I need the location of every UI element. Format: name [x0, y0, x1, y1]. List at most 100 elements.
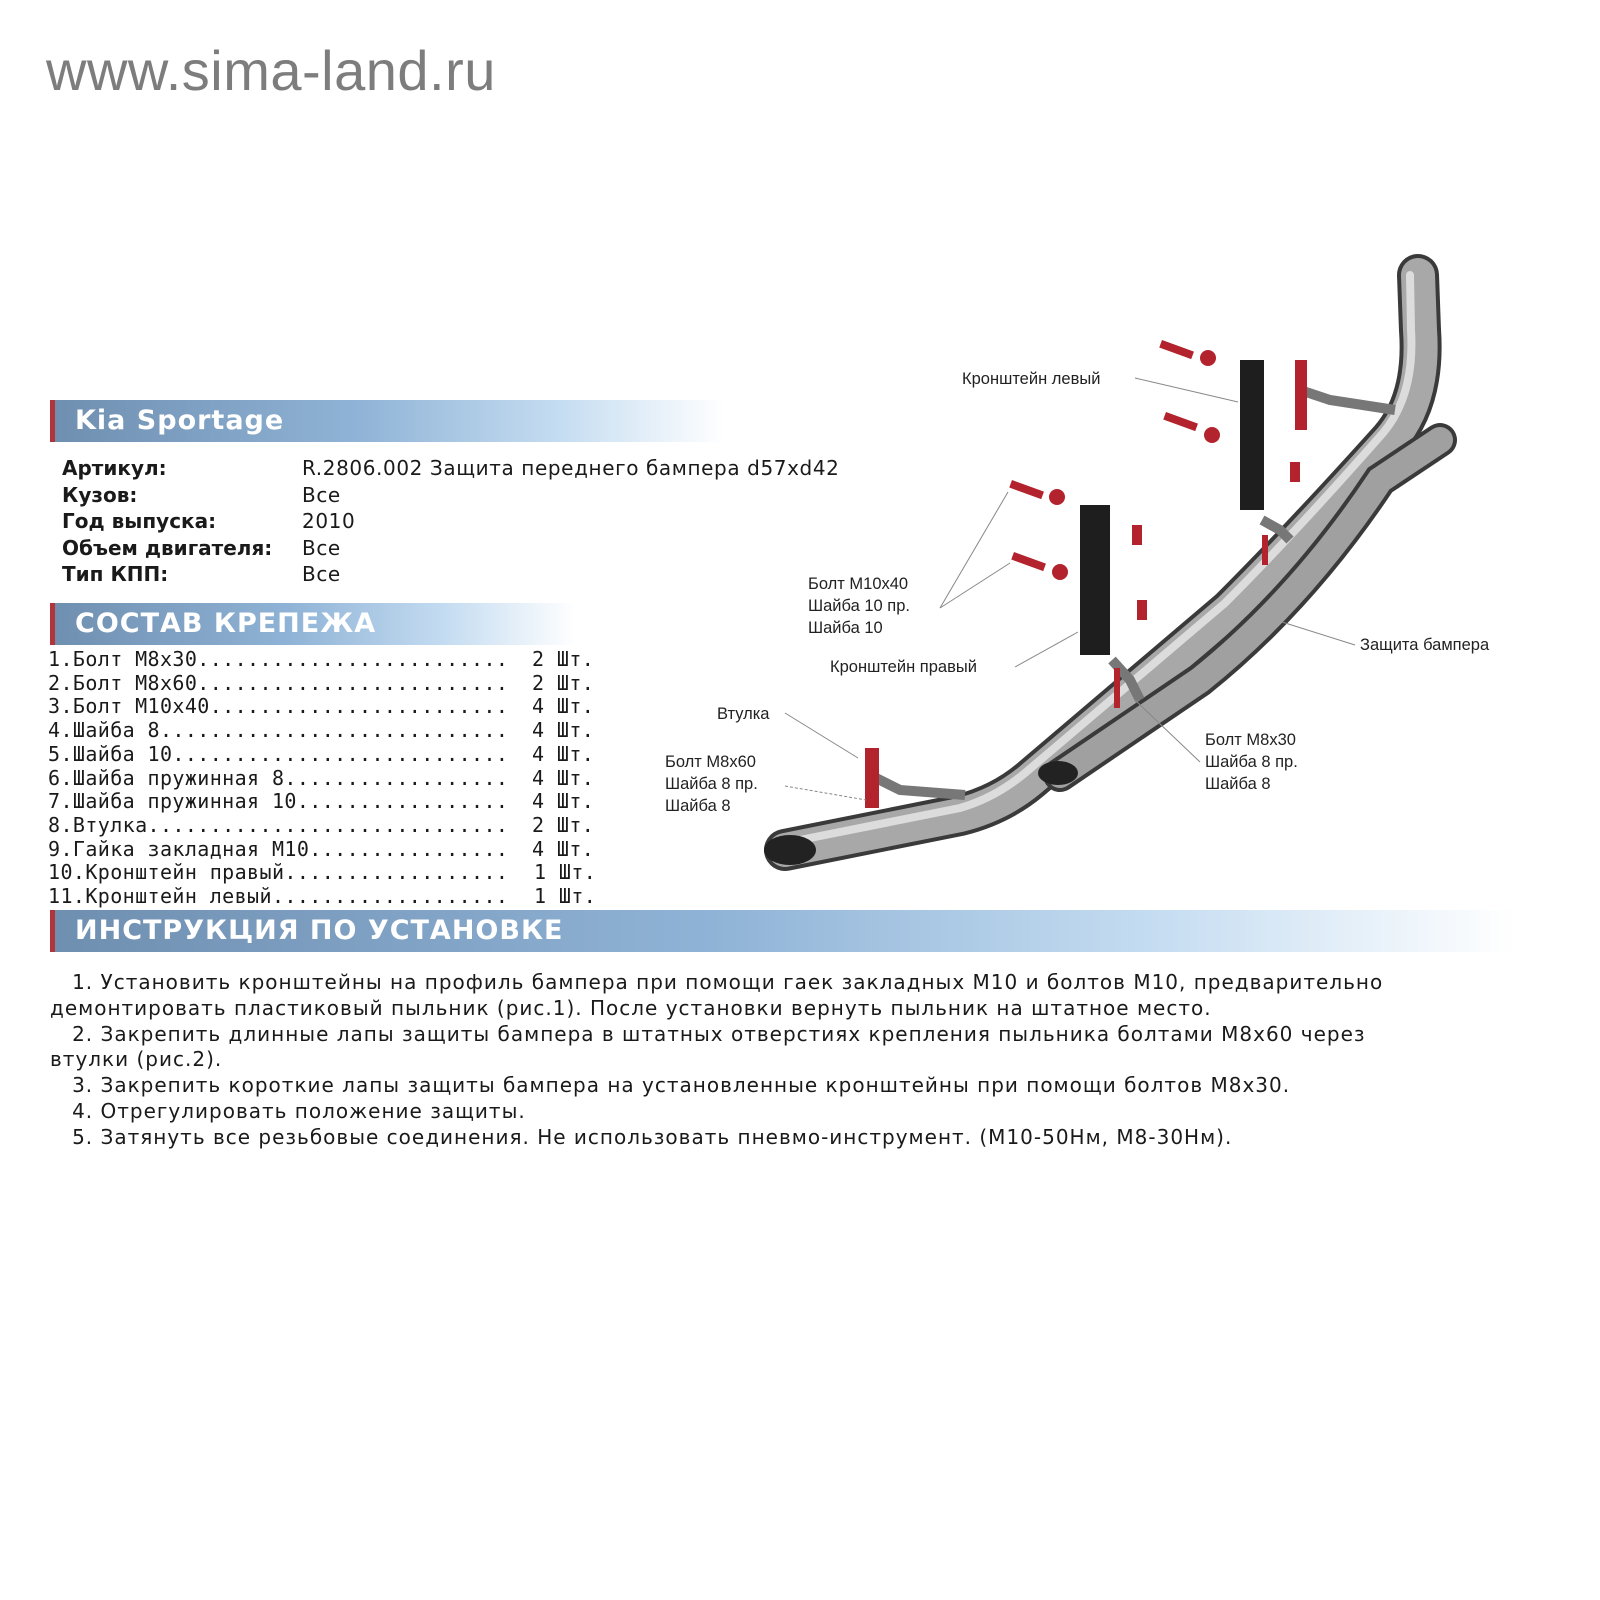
instructions-text: 1. Установить кронштейны на профиль бамп…	[50, 970, 1383, 1151]
label-bracket-right: Кронштейн правый	[830, 658, 977, 676]
part-name: 5.Шайба 10	[48, 742, 173, 766]
part-qty: 2 Шт.	[532, 670, 595, 695]
dot-leader: ........................................…	[197, 648, 510, 671]
spec-label: Объем двигателя:	[62, 535, 273, 560]
parts-row: 5.Шайба 10..............................…	[48, 741, 596, 767]
spec-label: Кузов:	[62, 482, 138, 507]
part-qty: 1 Шт.	[534, 884, 597, 909]
label-line: Шайба 8 пр.	[665, 775, 758, 793]
part-qty: 4 Шт.	[532, 789, 595, 814]
dot-leader: ........................................…	[159, 719, 510, 743]
parts-title: СОСТАВ КРЕПЕЖА	[75, 608, 377, 639]
spec-row: Объем двигателя: Все	[62, 535, 840, 562]
tube-end	[764, 835, 816, 865]
label-bushing: Втулка	[717, 705, 770, 723]
spec-row: Год выпуска: 2010	[62, 508, 840, 535]
spec-row: Кузов: Все	[62, 482, 840, 509]
label-bolt-m8x30: Болт М8х30 Шайба 8 пр. Шайба 8	[1205, 729, 1298, 795]
part-qty: 4 Шт.	[532, 765, 595, 790]
part-name: 9.Гайка закладная М10	[48, 837, 310, 861]
label-line: Шайба 8	[1205, 775, 1271, 793]
instructions-header: ИНСТРУКЦИЯ ПО УСТАНОВКЕ	[50, 910, 1515, 952]
spec-label: Артикул:	[62, 456, 167, 480]
parts-row: 9.Гайка закладная М10...................…	[48, 836, 596, 862]
instructions-title: ИНСТРУКЦИЯ ПО УСТАНОВКЕ	[75, 915, 564, 946]
label-line: Шайба 8 пр.	[1205, 753, 1298, 771]
part-qty: 4 Шт.	[532, 694, 595, 719]
part-name: 4.Шайба 8	[48, 719, 160, 743]
part-qty: 4 Шт.	[532, 718, 595, 743]
spec-value: 2010	[302, 509, 356, 533]
part-qty: 4 Шт.	[532, 836, 595, 861]
spec-row: Тип КПП: Все	[62, 561, 840, 588]
part-qty: 2 Шт.	[532, 647, 595, 671]
bracket-left	[1240, 360, 1264, 510]
parts-row: 4.Шайба 8...............................…	[48, 718, 596, 743]
spec-table: Артикул: R.2806.002 Защита переднего бамп…	[62, 455, 840, 588]
parts-row: 8.Втулка................................…	[48, 812, 596, 838]
site-watermark: www.sima-land.ru	[46, 39, 496, 102]
instruction-line: 3. Закрепить короткие лапы защиты бампер…	[50, 1073, 1291, 1098]
label-line: Шайба 10	[808, 619, 883, 637]
bolts	[865, 339, 1307, 808]
dot-leader: ........................................…	[197, 671, 510, 695]
label-bolt-m8x60: Болт М8х60 Шайба 8 пр. Шайба 8	[665, 751, 758, 817]
spec-value: Все	[302, 482, 341, 507]
dot-leader: ........................................…	[296, 790, 510, 814]
label-line: Шайба 8	[665, 797, 731, 815]
parts-row: 10.Кронштейн правый.....................…	[48, 861, 596, 885]
part-name: 11.Кронштейн левый	[48, 885, 272, 909]
tube-end	[1038, 761, 1078, 785]
spec-label: Тип КПП:	[62, 562, 169, 586]
label-bolt-m10: Болт М10х40 Шайба 10 пр. Шайба 10	[808, 573, 910, 639]
dot-leader: ........................................…	[209, 695, 510, 719]
spec-value: Все	[302, 562, 341, 586]
instruction-line: 5. Затянуть все резьбовые соединения. Не…	[50, 1124, 1233, 1149]
leader-lines	[784, 377, 1356, 801]
spec-row: Артикул: R.2806.002 Защита переднего бамп…	[62, 455, 840, 482]
dot-leader: ........................................…	[172, 742, 510, 766]
part-name: 10.Кронштейн правый	[48, 861, 285, 885]
label-bumper: Защита бампера	[1360, 636, 1490, 654]
parts-row: 11.Кронштейн левый......................…	[48, 884, 597, 909]
parts-row: 3.Болт М10х40...........................…	[48, 695, 596, 719]
instruction-line: демонтировать пластиковый пыльник (рис.1…	[50, 995, 1212, 1020]
part-name: 6.Шайба пружинная 8	[48, 766, 285, 790]
instruction-line: 1. Установить кронштейны на профиль бамп…	[50, 970, 1384, 994]
dot-leader: ........................................…	[284, 861, 510, 885]
part-name: 1.Болт М8х30	[48, 648, 198, 671]
spec-value: R.2806.002 Защита переднего бампера d57x…	[302, 456, 840, 480]
spec-value: Все	[302, 535, 341, 560]
part-name: 2.Болт М8х60	[48, 671, 198, 695]
dot-leader: ........................................…	[271, 885, 510, 909]
part-qty: 2 Шт.	[532, 812, 595, 837]
parts-list: 1.Болт М8х30............................…	[48, 647, 597, 909]
dot-leader: ........................................…	[147, 813, 510, 837]
label-line: Болт М10х40	[808, 575, 909, 593]
part-name: 3.Болт М10х40	[48, 695, 210, 719]
part-name: 8.Втулка	[48, 813, 148, 837]
parts-row: 7.Шайба пружинная 10....................…	[48, 790, 596, 814]
spec-label: Год выпуска:	[62, 509, 217, 533]
parts-header: СОСТАВ КРЕПЕЖА	[50, 603, 575, 645]
parts-row: 2.Болт М8х60............................…	[48, 670, 596, 696]
dot-leader: ........................................…	[284, 766, 510, 790]
part-name: 7.Шайба пружинная 10	[48, 790, 297, 814]
label-bracket-left: Кронштейн левый	[962, 370, 1101, 388]
parts-row: 6.Шайба пружинная 8.....................…	[48, 765, 596, 791]
instruction-line: втулки (рис.2).	[50, 1047, 223, 1072]
label-line: Шайба 10 пр.	[808, 597, 910, 615]
instruction-line: 2. Закрепить длинные лапы защиты бампера…	[50, 1021, 1366, 1046]
bracket-right	[1080, 505, 1110, 655]
parts-row: 1.Болт М8х30............................…	[48, 647, 596, 672]
bumper-tube	[764, 254, 1457, 871]
model-title: Kia Sportage	[75, 405, 285, 436]
model-header: Kia Sportage	[50, 400, 725, 442]
dot-leader: ........................................…	[309, 837, 510, 861]
label-line: Болт М8х30	[1205, 731, 1296, 749]
label-line: Болт М8х60	[665, 753, 756, 771]
part-qty: 4 Шт.	[532, 741, 595, 766]
instruction-line: 4. Отрегулировать положение защиты.	[50, 1098, 526, 1123]
part-qty: 1 Шт.	[534, 860, 597, 885]
